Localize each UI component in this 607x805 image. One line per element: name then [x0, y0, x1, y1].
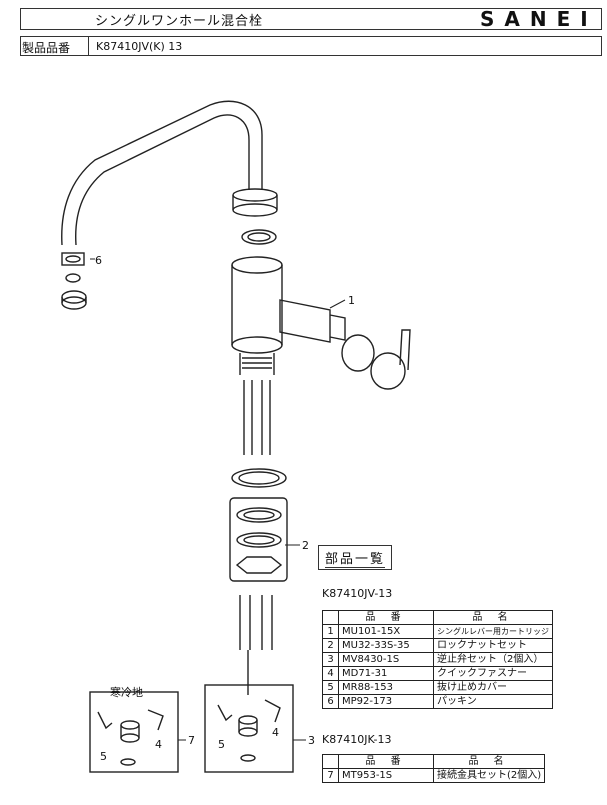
table-header-row: 品 番 品 名 — [322, 754, 546, 769]
parts-table-1: 品 番 品 名 1 MU101-15X シングルレバー用カートリッジ 2 MU3… — [322, 610, 553, 709]
table-row: 1 MU101-15X シングルレバー用カートリッジ — [322, 624, 553, 639]
table2-model: K87410JK-13 — [322, 733, 392, 746]
callout-4-cold: 4 — [155, 738, 162, 751]
locknut-set-box — [229, 497, 288, 582]
header-title-box — [20, 8, 602, 30]
callout-3: 3 — [308, 734, 315, 747]
table1-model: K87410JV-13 — [322, 587, 393, 600]
document-title: シングルワンホール混合栓 — [95, 14, 264, 29]
exploded-parts-diagram: 6 1 2 3 7 4 4 5 5 寒冷地 — [61, 100, 411, 773]
table-row: 6 MP92-173 パッキン — [322, 694, 553, 709]
product-model-number: K87410JV(K) 13 — [96, 40, 183, 53]
lever-handle — [341, 329, 411, 390]
table-row: 2 MU32-33S-35 ロックナットセット — [322, 638, 553, 653]
callout-4: 4 — [272, 726, 279, 739]
header-product-box — [20, 36, 602, 56]
aerator-packing — [65, 273, 81, 283]
callout-7: 7 — [188, 734, 195, 747]
parts-list-title: 部品一覧 — [318, 545, 393, 570]
table-header-row: 品 番 品 名 — [322, 610, 553, 625]
table-row: 3 MV8430-1S 逆止弁セット（2個入） — [322, 652, 553, 667]
table-row: 5 MR88-153 抜け止めカバー — [322, 680, 553, 695]
callout-6: 6 — [95, 254, 102, 267]
aerator-packing-box — [61, 252, 85, 266]
header-divider — [88, 36, 89, 56]
cold-region-label: 寒冷地 — [110, 685, 143, 699]
supply-hoses — [243, 380, 271, 455]
callout-5-cold: 5 — [100, 750, 107, 763]
product-number-label: 製品品番 — [22, 41, 71, 55]
callout-1: 1 — [348, 294, 355, 307]
spout-base — [232, 188, 278, 217]
spout — [61, 100, 263, 246]
table-row: 4 MD71-31 クイックファスナー — [322, 666, 553, 681]
hex-nut — [235, 556, 283, 574]
brand-logo: SANEI — [480, 7, 598, 31]
callout-5: 5 — [218, 738, 225, 751]
faucet-body — [231, 256, 283, 375]
parts-table-2: 品 番 品 名 7 MT953-1S 接続金具セット(2個入) — [322, 754, 546, 783]
check-valve-set-box — [204, 684, 294, 773]
o-ring — [241, 229, 277, 245]
cartridge — [279, 299, 346, 343]
cold-region-box — [89, 691, 179, 773]
callout-2: 2 — [302, 539, 309, 552]
washer — [231, 468, 287, 488]
table-row: 7 MT953-1S 接続金具セット(2個入) — [322, 768, 546, 783]
